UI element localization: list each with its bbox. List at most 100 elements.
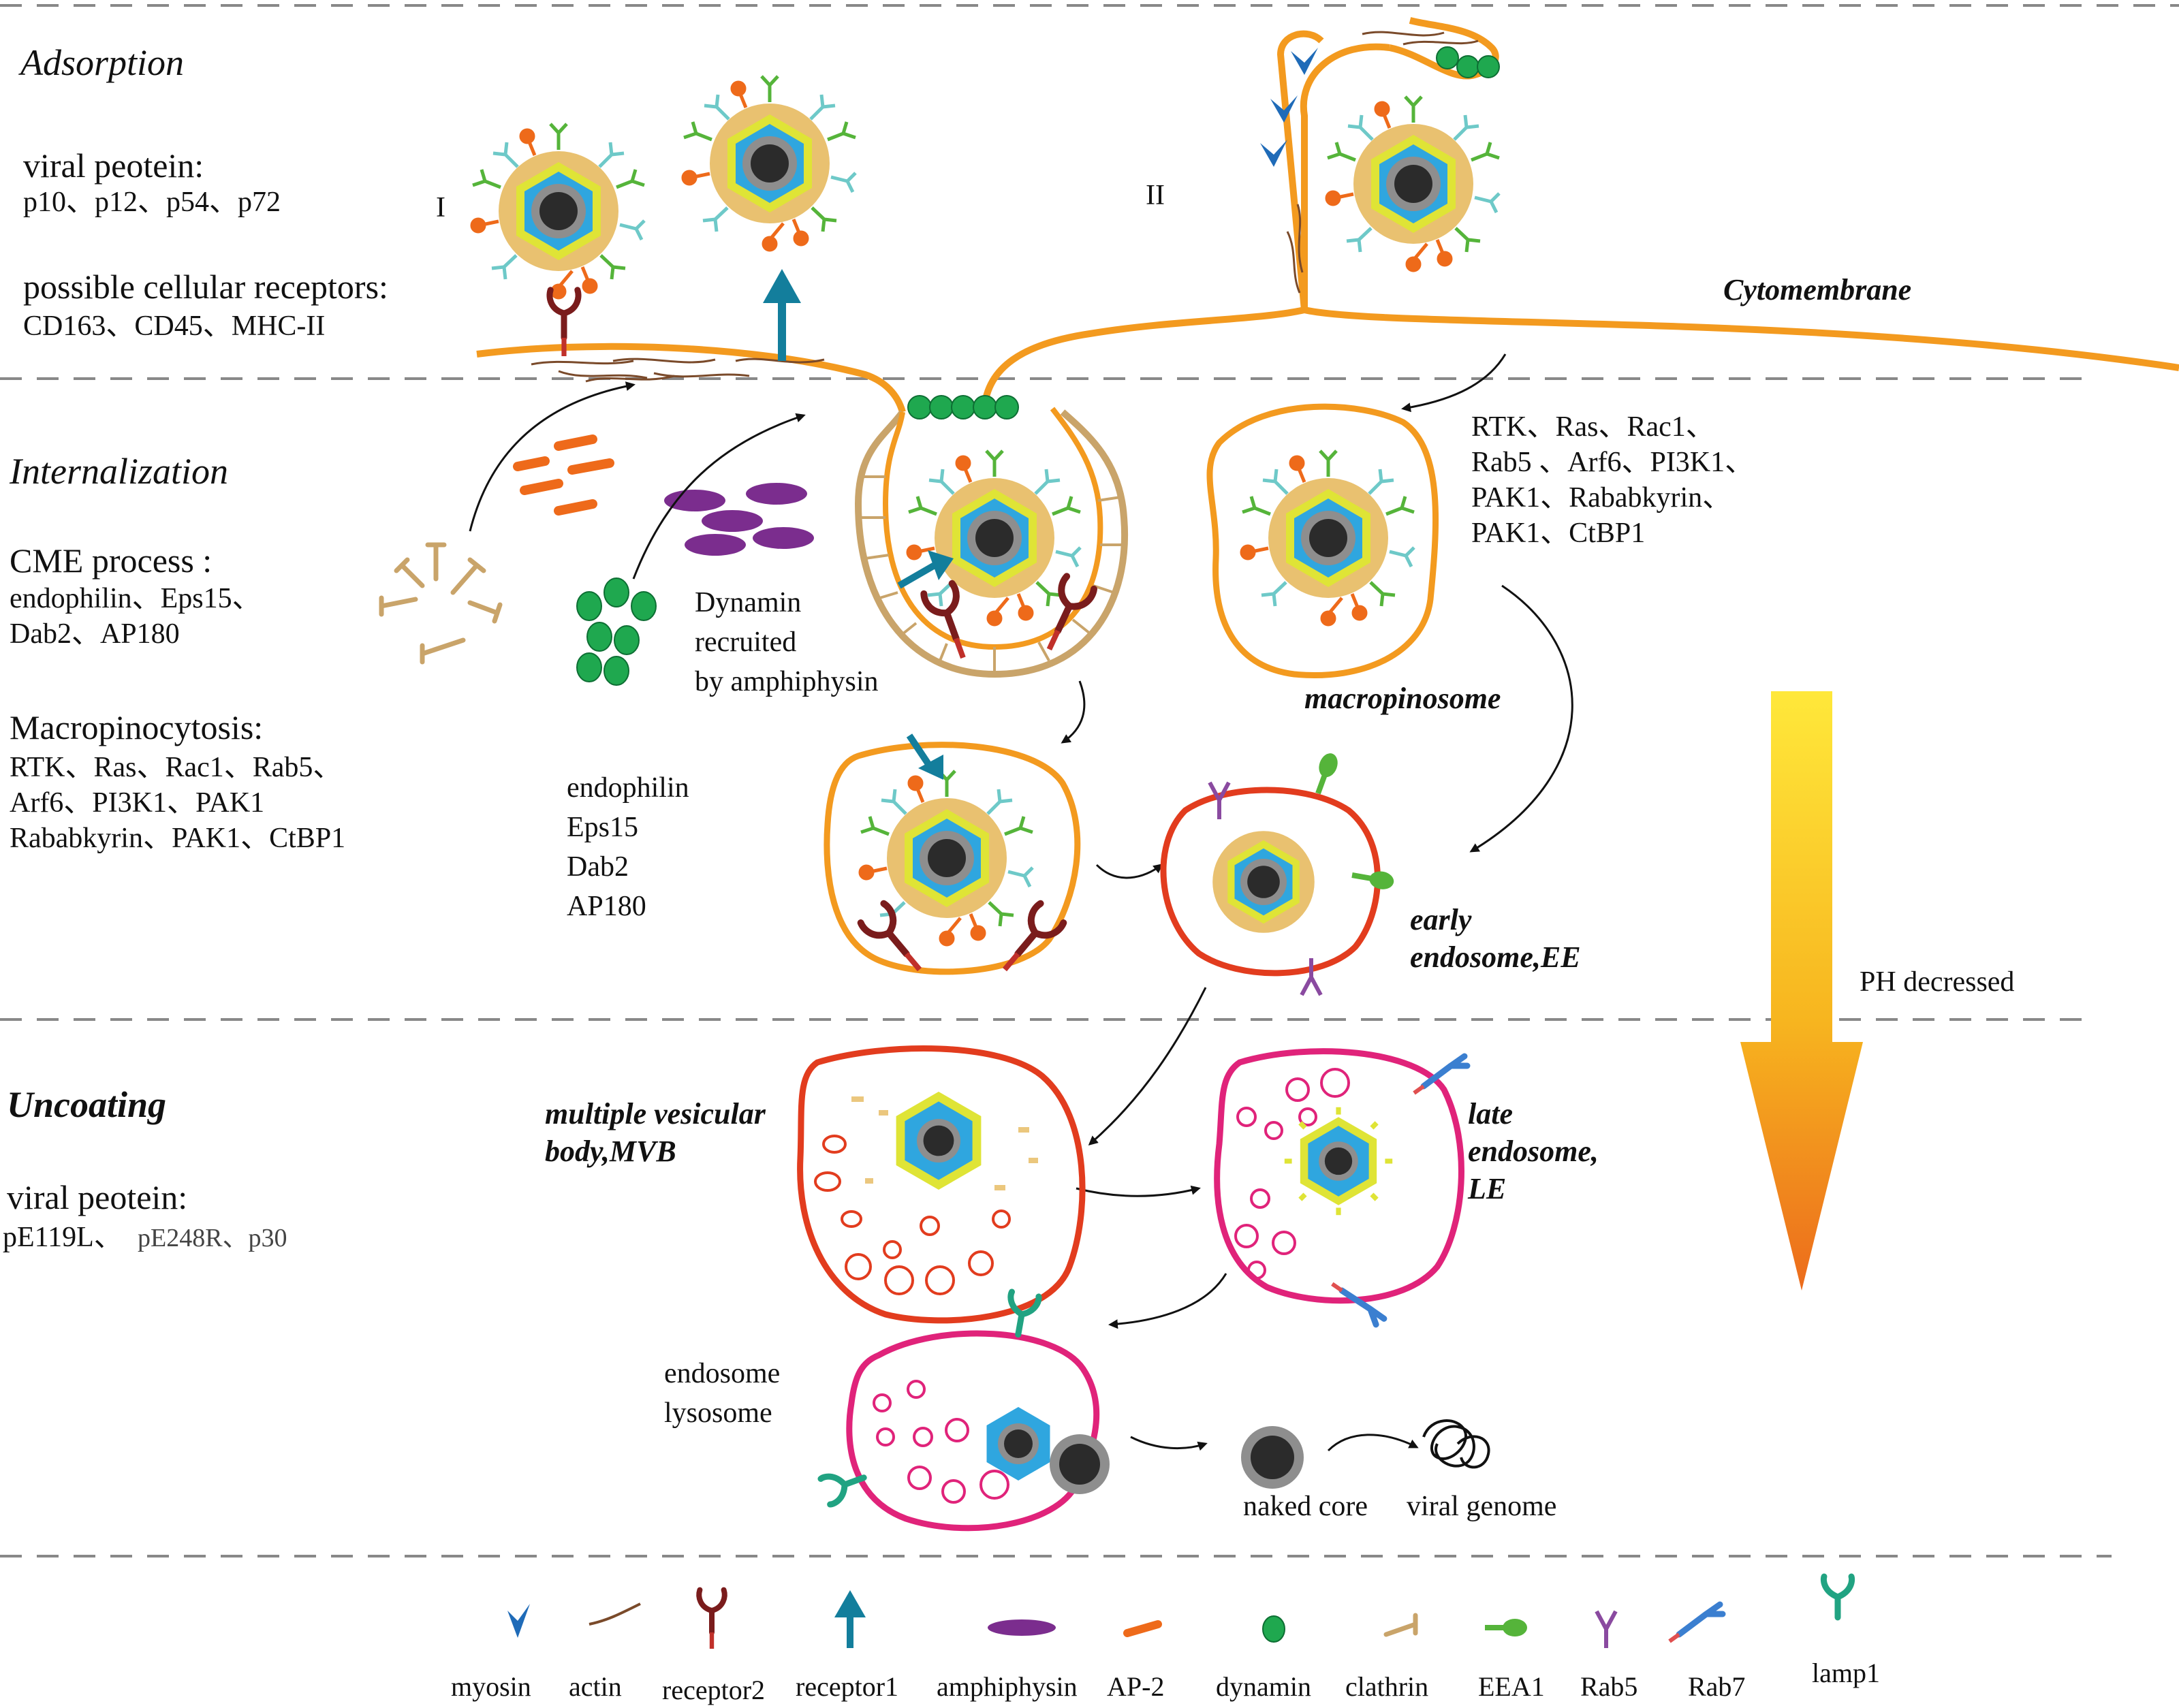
macropinosome-membrane	[1206, 403, 1439, 678]
dynamin-ring-top	[1436, 46, 1500, 78]
macro-line-1: RTK、Ras、Rac1、Rab5、	[10, 752, 341, 783]
legend-label-receptor1: receptor1	[796, 1671, 898, 1702]
cme-heading: CME process :	[10, 541, 212, 580]
myosin-cluster	[1260, 48, 1318, 167]
receptors-heading: possible cellular receptors:	[23, 268, 388, 306]
legend-label-receptor2: receptor2	[662, 1675, 765, 1705]
endolysosome-membrane	[846, 1330, 1100, 1532]
eea1-marker-2	[1351, 866, 1396, 891]
endolysosome-vesicles	[873, 1380, 1009, 1504]
mvb-line-2: body,MVB	[545, 1135, 676, 1168]
ap2-icon	[1123, 1620, 1162, 1637]
ph-note: PH decressed	[1860, 966, 2014, 998]
cme-line-2: Dab2、AP180	[10, 618, 180, 650]
virion-adsorption-1	[472, 124, 644, 298]
virion-coated-vesicle	[860, 771, 1033, 945]
early-endosome-line-1: early	[1410, 903, 1472, 936]
vesicle-factor-1: endophilin	[567, 772, 689, 804]
macro-line-3: Rababkyrin、PAK1、CtBP1	[10, 823, 345, 854]
actin-icon	[589, 1602, 641, 1626]
virion-endolysosome	[986, 1407, 1050, 1481]
virion-macropinosome	[1242, 451, 1414, 624]
receptor1-in-vesicle	[906, 733, 943, 780]
receptor1-icon-legend	[834, 1590, 866, 1648]
lamp1-icon	[1823, 1577, 1851, 1617]
section-title-internalization: Internalization	[9, 451, 228, 492]
legend-label-actin: actin	[569, 1671, 622, 1702]
mvb-debris	[851, 1096, 1038, 1190]
dynamin-cluster	[576, 578, 657, 686]
legend-label-ap2: AP-2	[1107, 1671, 1164, 1702]
virion-mvb	[896, 1092, 982, 1190]
macropinosome-label: macropinosome	[1304, 682, 1501, 715]
legend-label-clathrin: clathrin	[1345, 1671, 1428, 1702]
mvb-membrane	[797, 1045, 1086, 1324]
right-factors-line-2: Rab5 、Arf6、PI3K1、	[1471, 447, 1753, 478]
early-endosome-membrane	[1160, 787, 1381, 977]
process-arrows	[469, 353, 1573, 1452]
legend-label-eea1: EEA1	[1478, 1671, 1545, 1702]
legend-label-rab5: Rab5	[1580, 1671, 1637, 1702]
dynamin-note-line-1: Dynamin	[695, 587, 801, 618]
receptor1-in-pit	[897, 550, 954, 589]
virion-late-endosome	[1284, 1107, 1393, 1216]
uncoating-viral-proteins-b: pE248R、p30	[138, 1224, 287, 1252]
receptor1-icon	[763, 269, 801, 361]
clathrin-coated-pit	[854, 395, 1128, 678]
late-endosome-line-1: late	[1468, 1097, 1513, 1130]
section-title-adsorption: Adsorption	[18, 42, 184, 83]
late-endosome-line-2: endosome,	[1468, 1135, 1599, 1168]
virion-coated-pit	[908, 451, 1080, 624]
virion-adsorption-2	[683, 76, 856, 250]
rab5-marker-2	[1302, 958, 1321, 995]
endolysosome-line-2: lysosome	[664, 1397, 772, 1429]
mvb-vesicles	[814, 1135, 1011, 1295]
late-endosome-membrane	[1214, 1048, 1464, 1304]
late-endosome-line-3: LE	[1467, 1172, 1506, 1205]
rab5-icon	[1597, 1611, 1616, 1648]
uncoating-viral-protein-heading: viral peotein:	[7, 1178, 187, 1216]
actin-mesh	[531, 31, 1479, 383]
macro-heading: Macropinocytosis:	[10, 708, 263, 746]
mvb-line-1: multiple vesicular	[545, 1097, 766, 1130]
legend-label-amphiphysin: amphiphysin	[937, 1671, 1078, 1702]
amphiphysin-icon	[988, 1619, 1056, 1636]
amphiphysin-cluster	[664, 483, 814, 556]
right-factors-line-1: RTK、Ras、Rac1、	[1471, 411, 1714, 443]
adsorption-viral-protein-heading: viral peotein:	[23, 146, 204, 185]
route-2-label: II	[1146, 180, 1165, 211]
viral-genome-icon	[1422, 1419, 1490, 1469]
endolysosome-line-1: endosome	[664, 1358, 780, 1389]
cytomembrane-label: Cytomembrane	[1723, 273, 1911, 306]
naked-core-label: naked core	[1243, 1491, 1368, 1522]
route-1-label: I	[436, 192, 445, 223]
section-dividers	[0, 4, 2179, 1557]
legend-label-rab7: Rab7	[1688, 1671, 1745, 1702]
clathrin-cluster	[379, 542, 503, 665]
clathrin-icon	[1383, 1613, 1418, 1637]
virion-macropinocytosis	[1327, 97, 1499, 270]
eea1-marker-1	[1310, 750, 1341, 796]
myosin-icon	[507, 1604, 530, 1638]
cytomembrane	[476, 17, 2179, 413]
legend-label-lamp1: lamp1	[1812, 1658, 1880, 1688]
vesicle-factor-3: Dab2	[567, 851, 629, 883]
escaping-core	[1050, 1434, 1110, 1494]
vesicle-factor-4: AP180	[567, 891, 646, 922]
receptors-list: CD163、CD45、MHC-II	[23, 311, 325, 342]
cme-line-1: endophilin、Eps15、	[10, 583, 261, 614]
adsorption-viral-proteins: p10、p12、p54、p72	[23, 187, 281, 218]
naked-core-icon	[1241, 1426, 1304, 1489]
virion-early-endosome	[1212, 831, 1315, 933]
right-factors-line-4: PAK1、CtBP1	[1471, 518, 1645, 549]
macro-line-2: Arf6、PI3K1、PAK1	[10, 787, 264, 819]
dynamin-note-line-2: recruited	[695, 627, 796, 658]
legend-label-dynamin: dynamin	[1216, 1671, 1311, 1702]
section-title-uncoating: Uncoating	[7, 1084, 166, 1125]
legend: myosin actin receptor2 receptor1 amphiph…	[451, 1577, 1880, 1705]
legend-label-myosin: myosin	[451, 1671, 531, 1702]
early-endosome-line-2: endosome,EE	[1410, 940, 1581, 974]
late-endosome-vesicles	[1234, 1068, 1350, 1280]
ap2-cluster	[513, 434, 614, 516]
uncoating-viral-proteins-a: pE119L、	[3, 1222, 123, 1253]
